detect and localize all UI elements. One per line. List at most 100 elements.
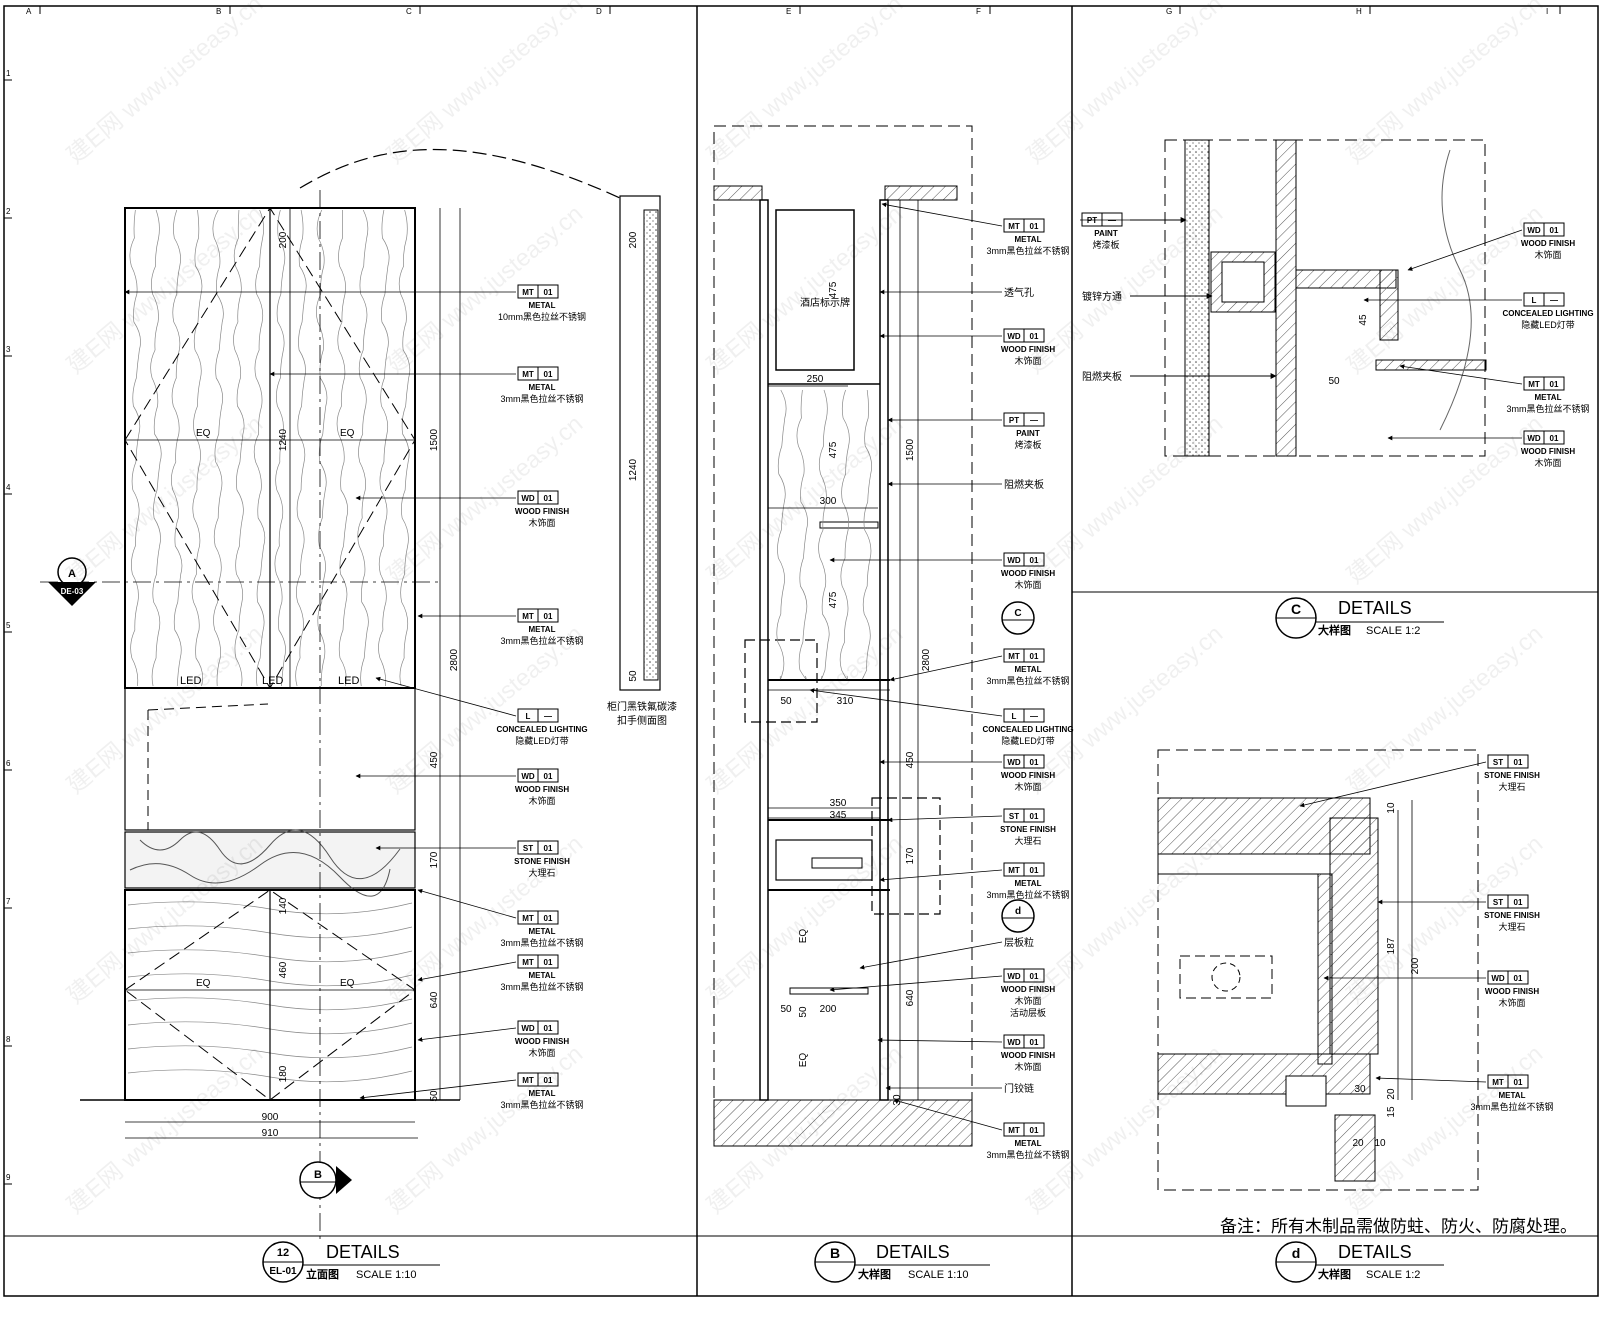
- section-marker-b: B: [299, 1161, 352, 1199]
- svg-text:01: 01: [1030, 1126, 1039, 1135]
- title-12-subtitle: 立面图: [306, 1267, 339, 1281]
- dim-910: 910: [262, 1128, 279, 1139]
- svg-text:01: 01: [544, 772, 553, 781]
- title-12: DETAILS: [326, 1242, 400, 1262]
- svg-text:WOOD FINISH: WOOD FINISH: [1001, 985, 1055, 994]
- callout-text: 阻燃夹板: [1004, 478, 1044, 491]
- svg-text:WD: WD: [521, 1024, 535, 1033]
- title-block-c: [1275, 597, 1444, 639]
- handle-profile: [643, 209, 659, 681]
- detail-d-label: d: [1015, 906, 1021, 917]
- wall-layer: [1184, 139, 1210, 457]
- svg-text:烤漆板: 烤漆板: [1092, 239, 1119, 250]
- d-dim-20: 20: [1386, 1088, 1397, 1100]
- svg-text:METAL: METAL: [1015, 235, 1042, 244]
- stone-shelf: [775, 839, 873, 881]
- svg-text:MT: MT: [522, 914, 534, 923]
- b-dim-30: 30: [892, 1094, 903, 1106]
- svg-text:木饰面: 木饰面: [1498, 997, 1525, 1008]
- svg-text:MT: MT: [1008, 1126, 1020, 1135]
- floor-slab: [713, 1099, 973, 1147]
- svg-text:STONE FINISH: STONE FINISH: [514, 857, 570, 866]
- dim-eq-4: EQ: [340, 978, 355, 989]
- side-dim-50: 50: [628, 670, 639, 682]
- title-c-letter: C: [1291, 601, 1301, 617]
- d-dim-15: 15: [1386, 1106, 1397, 1118]
- svg-text:PT: PT: [1087, 216, 1097, 225]
- svg-text:CONCEALED LIGHTING: CONCEALED LIGHTING: [496, 725, 587, 734]
- grid-letter: D: [596, 7, 602, 16]
- title-12-scale: SCALE 1:10: [356, 1269, 417, 1281]
- svg-text:WD: WD: [1007, 972, 1021, 981]
- svg-text:WOOD FINISH: WOOD FINISH: [515, 785, 569, 794]
- svg-text:WD: WD: [1007, 1038, 1021, 1047]
- stone-band: [124, 831, 416, 889]
- detail-c-label: C: [1014, 608, 1021, 619]
- svg-text:WOOD FINISH: WOOD FINISH: [1001, 771, 1055, 780]
- svg-text:50: 50: [780, 1004, 792, 1015]
- side-caption-1: 柜门黑铁氟碳漆: [607, 700, 677, 713]
- dim-450: 450: [429, 751, 440, 768]
- title-d-subtitle: 大样图: [1318, 1267, 1351, 1281]
- svg-text:METAL: METAL: [529, 625, 556, 634]
- svg-text:MT: MT: [522, 958, 534, 967]
- sheet-border: [3, 5, 1599, 1297]
- grid-letter: I: [1546, 7, 1548, 16]
- grid-number: 6: [6, 759, 11, 768]
- svg-text:01: 01: [544, 288, 553, 297]
- dim-2800: 2800: [449, 648, 460, 671]
- svg-text:3mm黑色拉丝不锈钢: 3mm黑色拉丝不锈钢: [987, 889, 1070, 900]
- b-dim-170: 170: [905, 847, 916, 864]
- b-dim-eq-2: EQ: [798, 1053, 809, 1068]
- svg-text:ST: ST: [523, 844, 533, 853]
- svg-text:50: 50: [1328, 376, 1340, 387]
- svg-text:—: —: [1030, 416, 1038, 425]
- svg-text:10: 10: [1374, 1138, 1386, 1149]
- svg-text:METAL: METAL: [1499, 1091, 1526, 1100]
- dim-900: 900: [262, 1112, 279, 1123]
- svg-text:木饰面: 木饰面: [1014, 579, 1041, 590]
- grid-number: 5: [6, 621, 11, 630]
- detail-marker-c: C: [1001, 601, 1035, 635]
- svg-text:木饰面: 木饰面: [528, 517, 555, 528]
- svg-text:3mm黑色拉丝不锈钢: 3mm黑色拉丝不锈钢: [501, 393, 584, 404]
- svg-text:MT: MT: [522, 612, 534, 621]
- label-plywood: 阻燃夹板: [1082, 370, 1122, 383]
- svg-text:WOOD FINISH: WOOD FINISH: [1485, 987, 1539, 996]
- svg-text:隐藏LED灯带: 隐藏LED灯带: [1001, 735, 1055, 746]
- callout-text: 透气孔: [1004, 286, 1034, 299]
- section-a-letter: A: [68, 568, 76, 580]
- title-c-subtitle: 大样图: [1318, 623, 1351, 637]
- svg-text:01: 01: [1030, 652, 1039, 661]
- title-block-d: [1275, 1241, 1444, 1283]
- svg-text:3mm黑色拉丝不锈钢: 3mm黑色拉丝不锈钢: [501, 981, 584, 992]
- side-caption-2: 扣手侧面图: [617, 714, 667, 727]
- svg-text:木饰面: 木饰面: [528, 1047, 555, 1058]
- svg-text:L: L: [526, 712, 531, 721]
- footnote: 备注：所有木制品需做防蛀、防火、防腐处理。: [1220, 1217, 1577, 1237]
- svg-text:大理石: 大理石: [1014, 835, 1041, 846]
- svg-text:WD: WD: [1527, 226, 1541, 235]
- b-dim-2800: 2800: [921, 648, 932, 671]
- svg-text:WOOD FINISH: WOOD FINISH: [1001, 1051, 1055, 1060]
- title-block-12: [262, 1241, 440, 1283]
- svg-text:活动层板: 活动层板: [1010, 1007, 1046, 1018]
- wood-face: [1317, 873, 1333, 1065]
- svg-text:01: 01: [1550, 380, 1559, 389]
- svg-text:01: 01: [544, 1076, 553, 1085]
- led-label-1: LED: [180, 675, 201, 687]
- svg-text:L: L: [1012, 712, 1017, 721]
- svg-text:01: 01: [1514, 898, 1523, 907]
